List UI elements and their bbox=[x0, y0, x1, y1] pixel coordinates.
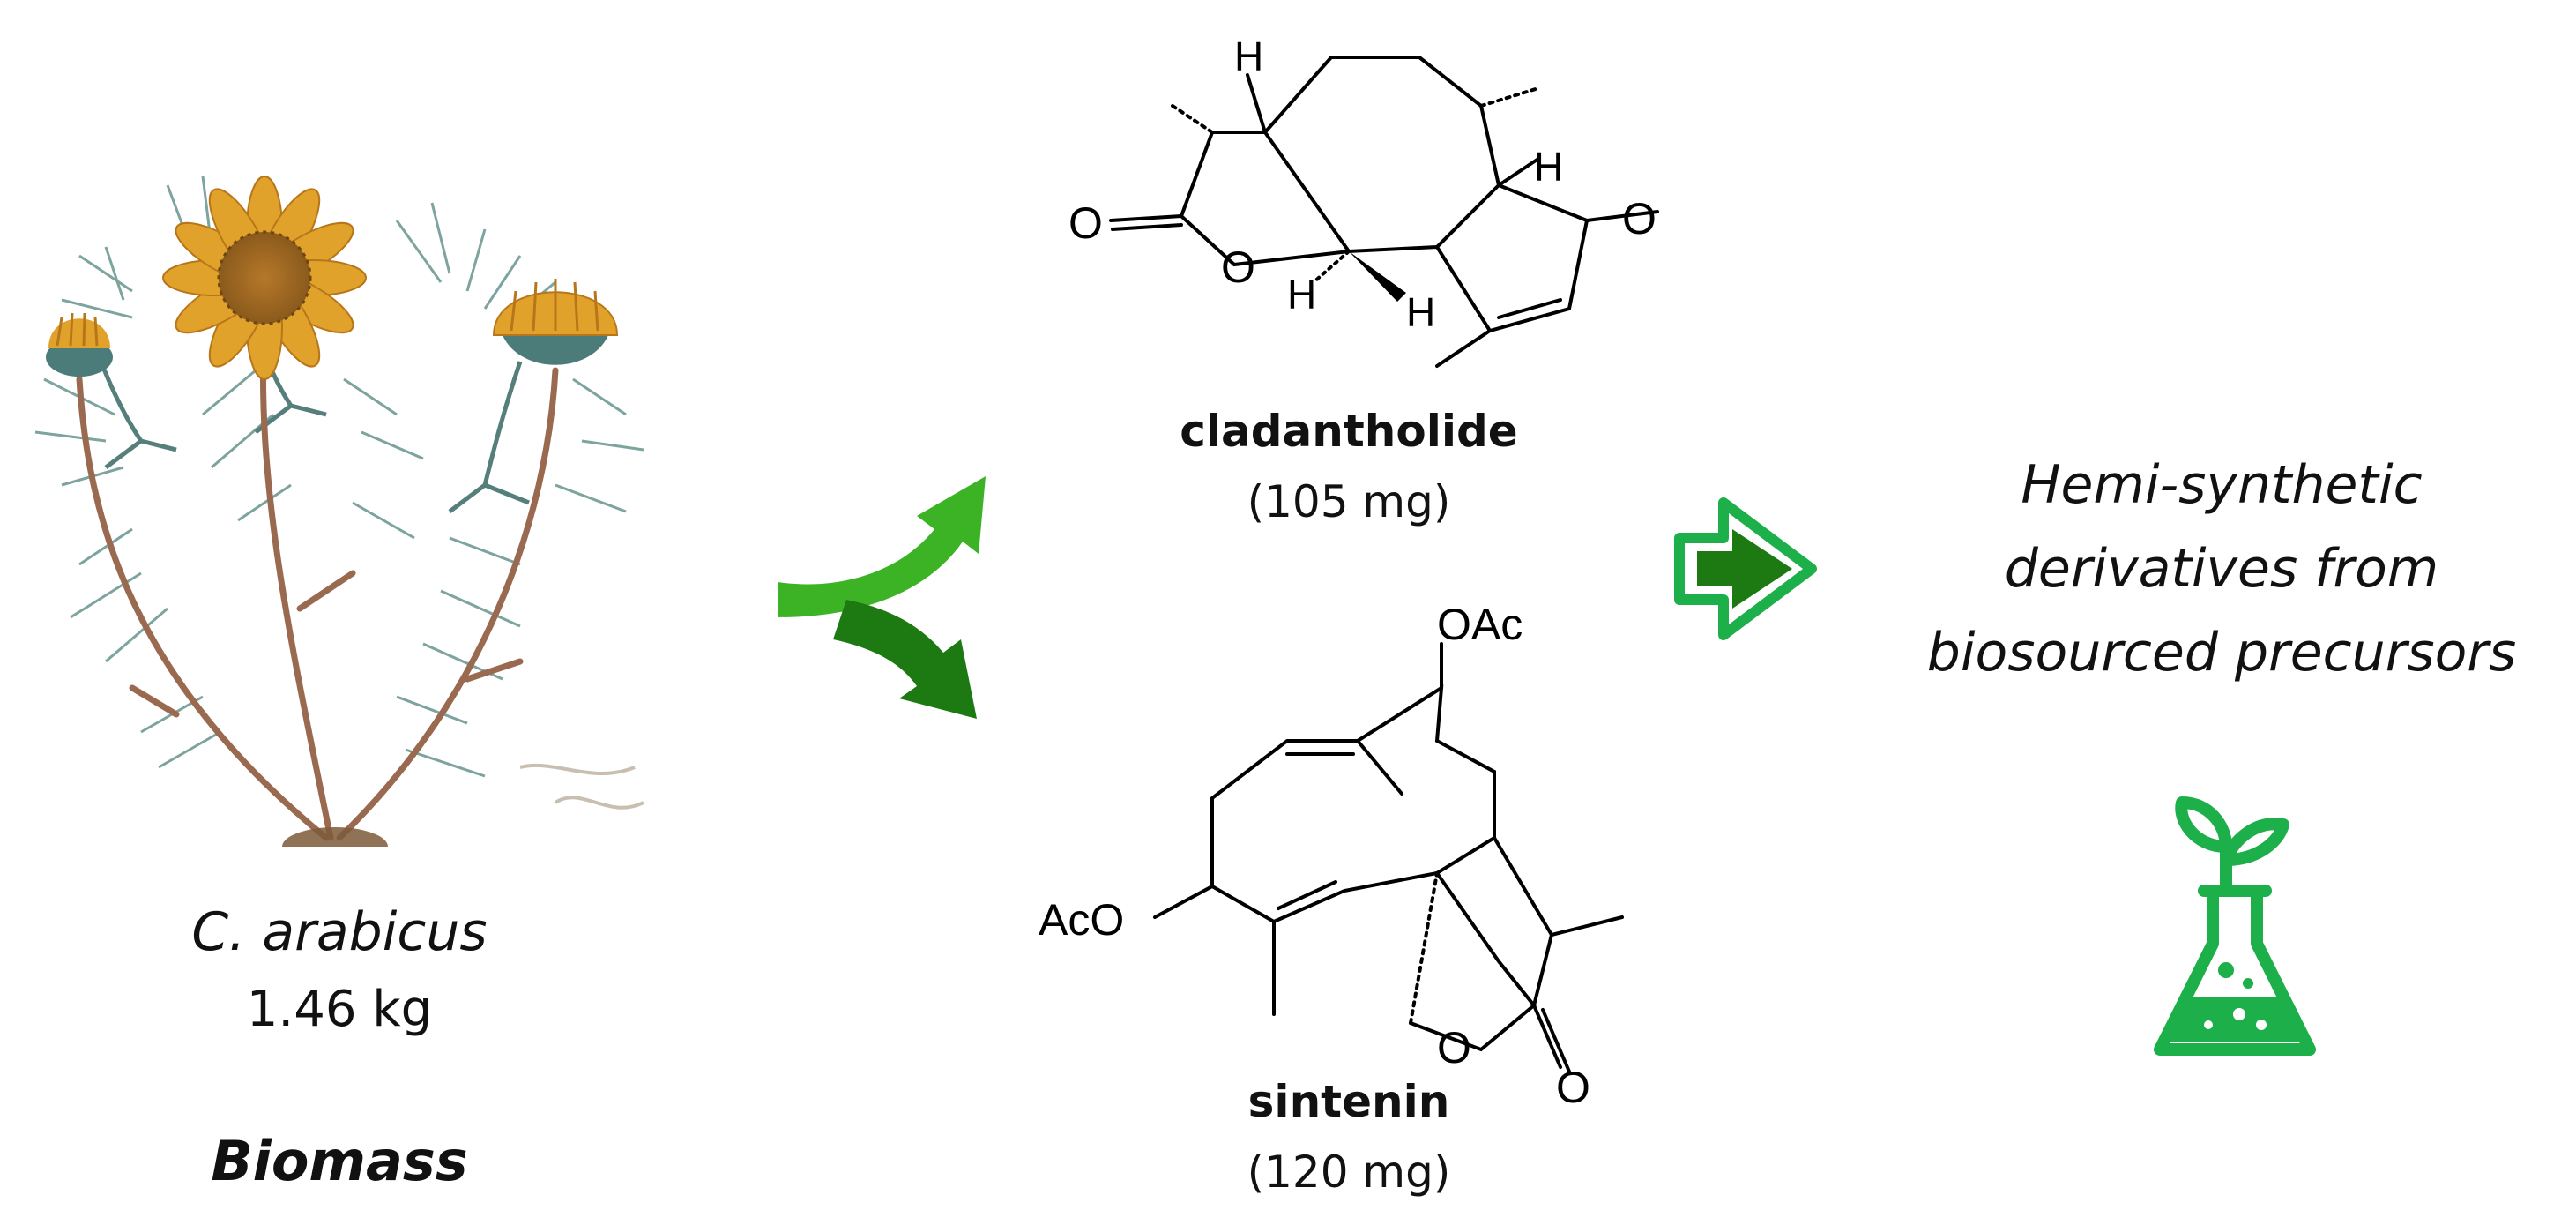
cladantholide-h-right: H bbox=[1534, 144, 1563, 190]
arrow-up-right bbox=[778, 476, 986, 617]
biomass-mass: 1.46 kg bbox=[246, 981, 433, 1038]
outcome-line1: Hemi-synthetic bbox=[2021, 454, 2423, 516]
cladantholide-name: cladantholide bbox=[1180, 406, 1518, 457]
stem-center bbox=[259, 323, 334, 841]
sintenin-aco: AcO bbox=[1039, 895, 1124, 945]
plant-illustration bbox=[34, 176, 644, 847]
cladantholide-h-bottom: H bbox=[1406, 289, 1435, 335]
sintenin-name: sintenin bbox=[1247, 1076, 1450, 1127]
cladantholide-structure: H H H H O O O bbox=[1068, 34, 1659, 368]
cladantholide-yield: (105 mg) bbox=[1247, 476, 1451, 527]
cladantholide-o-ring: O bbox=[1221, 243, 1255, 292]
stem-left bbox=[76, 376, 330, 841]
sintenin-o-ring: O bbox=[1437, 1023, 1471, 1072]
sintenin-o-carbonyl: O bbox=[1556, 1063, 1590, 1112]
cladantholide-h-top: H bbox=[1234, 34, 1263, 79]
split-arrows bbox=[778, 476, 986, 719]
cladantholide-o-carbonyl: O bbox=[1068, 198, 1103, 248]
sintenin-yield: (120 mg) bbox=[1247, 1147, 1451, 1198]
center-flower bbox=[162, 176, 367, 380]
sintenin-structure: OAc AcO O O bbox=[1039, 609, 1624, 1112]
left-flower-bud bbox=[46, 312, 113, 377]
sintenin-oac: OAc bbox=[1437, 609, 1523, 649]
stem-right bbox=[336, 367, 559, 841]
green-flask-icon bbox=[2154, 796, 2316, 1056]
biomass-title: Biomass bbox=[211, 1129, 468, 1193]
outcome-line3: biosourced precursors bbox=[1926, 622, 2517, 683]
cladantholide-o-ketone: O bbox=[1622, 194, 1657, 243]
cladantholide-h-bottom-left: H bbox=[1287, 272, 1316, 317]
arrow-down-right bbox=[833, 600, 977, 719]
outcome-line2: derivatives from bbox=[2004, 538, 2439, 600]
forward-arrow bbox=[1674, 497, 1817, 640]
right-flower-head bbox=[492, 279, 619, 365]
species-name: C. arabicus bbox=[191, 901, 488, 963]
